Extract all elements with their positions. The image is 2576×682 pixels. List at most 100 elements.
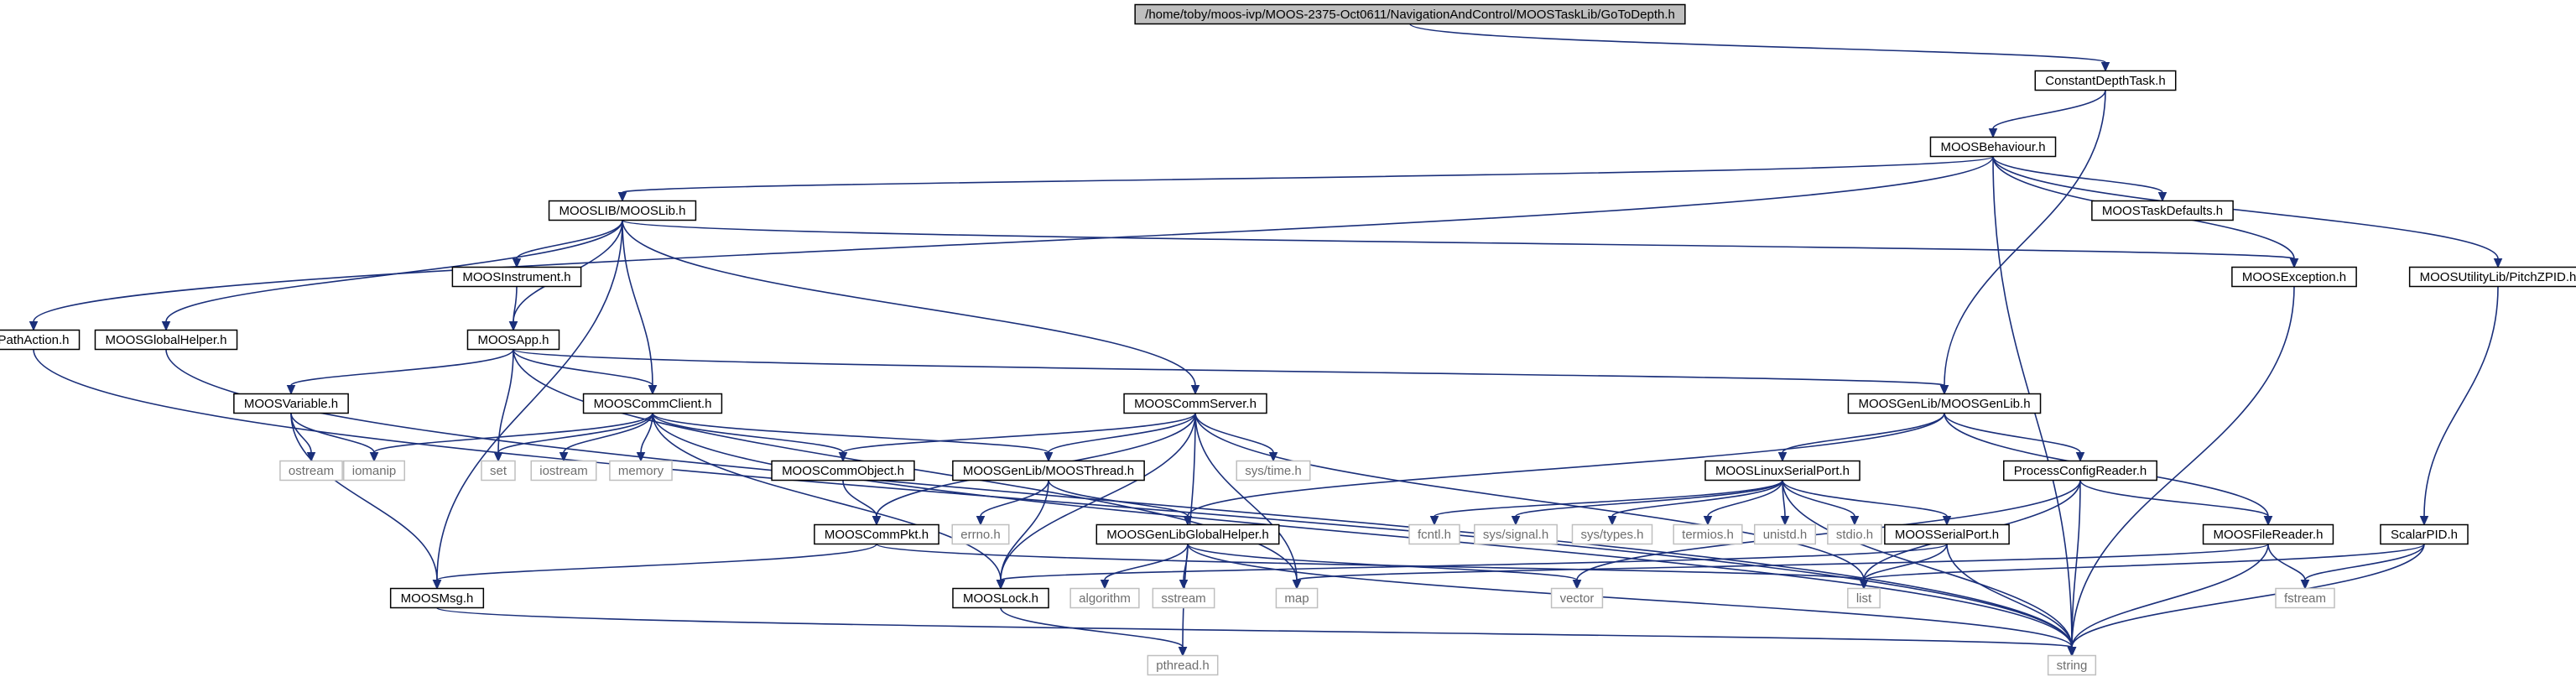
node-label: MOOSLIB/MOOSLib.h [559,204,686,218]
node-instrument[interactable]: MOOSInstrument.h [451,266,582,288]
node-linuxserial[interactable]: MOOSLinuxSerialPort.h [1704,460,1860,482]
node-box [279,460,343,482]
edge-linuxserial-to-termios [1707,480,1783,517]
node-label: MOOSTaskDefaults.h [2102,204,2223,218]
edge-commserver-to-moosthread [1048,413,1196,453]
node-commserver[interactable]: MOOSCommServer.h [1123,393,1267,414]
node-genlib[interactable]: MOOSGenLib/MOOSGenLib.h [1847,393,2042,414]
node-list: list [1847,587,1881,609]
node-label: ProcessConfigReader.h [2014,464,2147,478]
arrowhead-linuxserial-to-serialport [1942,516,1952,526]
node-label: ScalarPID.h [2391,528,2458,542]
node-moosmsg[interactable]: MOOSMsg.h [389,587,485,609]
node-variable[interactable]: MOOSVariable.h [233,393,349,414]
edge-exception-to-string [2071,286,2295,648]
node-box [0,329,81,351]
edge-mooslib-to-exception [622,219,2295,260]
node-box [530,460,597,482]
arrowhead-linuxserial-to-systypes [1607,516,1617,526]
node-label: MOOSApp.h [477,333,549,347]
node-commpkt[interactable]: MOOSCommPkt.h [814,523,939,545]
arrowhead-instrument-to-moosapp [508,321,518,331]
node-procconfig[interactable]: ProcessConfigReader.h [2003,460,2157,482]
node-label: memory [618,464,664,478]
edge-serialport-to-list [1863,544,1948,580]
node-genlibhelper[interactable]: MOOSGenLibGlobalHelper.h [1095,523,1280,545]
node-scalarpid[interactable]: ScalarPID.h [2380,523,2469,545]
node-pathaction[interactable]: PathAction.h [0,329,81,351]
node-commobject[interactable]: MOOSCommObject.h [771,460,915,482]
node-box [1152,587,1215,609]
node-constdepth[interactable]: ConstantDepthTask.h [2034,70,2177,91]
edge-linuxserial-to-fcntl [1434,479,1783,518]
node-box [2047,654,2097,676]
node-globalhelper[interactable]: MOOSGlobalHelper.h [94,329,238,351]
edge-behaviour-to-taskdefaults [1992,156,2163,194]
edge-mooslib-to-commserver [622,220,1196,386]
edge-commserver-to-commobject [842,413,1196,454]
edge-genlibhelper-to-algorithm [1104,544,1189,580]
node-box [1275,587,1319,609]
edge-moosapp-to-commclient [513,349,653,387]
node-label: vector [1560,591,1595,606]
node-mooslock[interactable]: MOOSLock.h [952,587,1049,609]
node-label: MOOSCommServer.h [1134,397,1257,411]
edge-linuxserial-to-string [1782,480,2073,648]
node-box [2034,70,2177,91]
edge-moosapp-to-set [497,349,514,453]
node-label: MOOSGenLibGlobalHelper.h [1106,528,1268,542]
edge-commclient-to-moosthread [652,412,1049,454]
node-label: set [490,464,507,478]
node-box [1147,654,1219,676]
node-commclient[interactable]: MOOSCommClient.h [582,393,723,414]
arrowhead-moosthread-to-errno [976,516,986,526]
arrowhead-commpkt-to-moosmsg [432,580,442,590]
node-label: sys/signal.h [1483,528,1548,542]
arrowhead-genlibhelper-to-algorithm [1100,580,1110,590]
edge-mooslib-to-commclient [622,220,653,386]
arrowhead-mooslib-to-instrument [512,258,522,268]
node-gotodepth[interactable]: /home/toby/moos-ivp/MOOS-2375-Oct0611/Na… [1134,3,1686,25]
edge-filereader-to-map [1296,543,2269,581]
arrowhead-scalarpid-to-list [1859,580,1869,590]
edge-commobject-to-commpkt [842,480,877,517]
node-serialport[interactable]: MOOSSerialPort.h [1884,523,2010,545]
arrowhead-behaviour-to-pitchzpid [2493,258,2503,268]
node-box [1550,587,1604,609]
nodes-layer: /home/toby/moos-ivp/MOOS-2375-Oct0611/Na… [0,3,2576,676]
edge-moosapp-to-genlib [513,348,1945,387]
node-label: fstream [2284,591,2326,606]
node-moosapp[interactable]: MOOSApp.h [466,329,560,351]
node-memory: memory [609,460,673,482]
arrowhead-gotodepth-to-constdepth [2100,62,2110,72]
node-taskdefaults[interactable]: MOOSTaskDefaults.h [2091,200,2234,221]
node-box [94,329,238,351]
node-unistd: unistd.h [1753,523,1817,545]
node-label: MOOSLock.h [963,591,1038,606]
arrowhead-commclient-to-iomanip [369,452,379,462]
node-box [1847,587,1881,609]
node-pitchzpid[interactable]: MOOSUtilityLib/PitchZPID.h [2408,266,2576,288]
node-moosthread[interactable]: MOOSGenLib/MOOSThread.h [952,460,1145,482]
node-label: ostream [289,464,334,478]
node-label: pthread.h [1156,659,1209,673]
node-behaviour[interactable]: MOOSBehaviour.h [1929,136,2057,158]
edge-gotodepth-to-constdepth [1409,23,2106,64]
edge-scalarpid-to-string [2071,544,2425,648]
node-filereader[interactable]: MOOSFileReader.h [2202,523,2334,545]
edge-filereader-to-fstream [2267,544,2306,580]
edge-commserver-to-systime [1194,413,1274,453]
node-label: sys/time.h [1245,464,1302,478]
arrowhead-linuxserial-to-unistd [1780,516,1790,526]
arrowhead-filereader-to-map [1292,580,1302,590]
edge-variable-to-iomanip [290,413,375,453]
node-mooslib[interactable]: MOOSLIB/MOOSLib.h [548,200,697,221]
node-box [481,460,516,482]
node-exception[interactable]: MOOSException.h [2231,266,2357,288]
arrowhead-commclient-to-memory [636,452,646,462]
edge-genlibhelper-to-vector [1187,543,1578,581]
arrowhead-procconfig-to-filereader [2263,516,2273,526]
node-map: map [1275,587,1319,609]
node-box [2003,460,2157,482]
